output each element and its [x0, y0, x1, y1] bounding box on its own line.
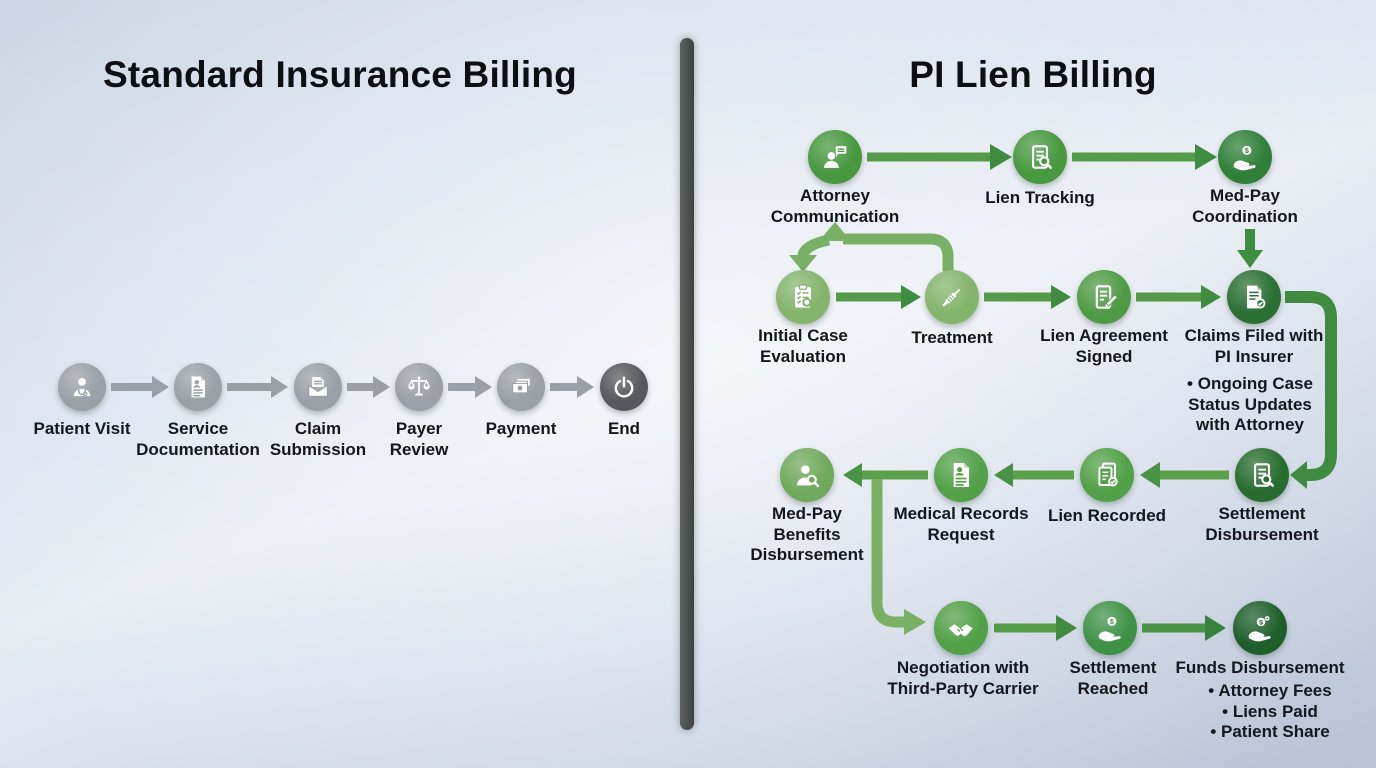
arrow-payer-review-to-payment — [448, 376, 492, 398]
node-patient-visit — [58, 363, 106, 411]
scales-icon — [408, 376, 430, 396]
doctor-icon — [73, 378, 91, 397]
arrow-service-documentation-to-claim-submission — [227, 376, 288, 398]
hand-coins-icon: $ — [1248, 616, 1271, 642]
svg-text:$: $ — [1259, 619, 1263, 626]
node-medical-records-request — [934, 448, 988, 502]
label-payment: Payment — [485, 419, 557, 438]
node-payment — [497, 363, 545, 411]
node-claims-filed — [1227, 270, 1281, 324]
arrow-negotiation-to-settlement-reached — [994, 615, 1077, 641]
document-search-icon — [1032, 145, 1052, 169]
label-initial-case-evaluation: Initial Case Evaluation — [758, 326, 848, 366]
document-person-icon — [191, 376, 205, 398]
svg-text:$: $ — [1245, 146, 1249, 155]
node-lien-recorded — [1080, 448, 1134, 502]
envelope-document-icon — [308, 377, 328, 397]
label-patient-visit: Patient Visit — [33, 419, 131, 438]
label-funds-disbursement: Funds Disbursement — [1175, 658, 1345, 677]
node-claim-submission — [294, 363, 342, 411]
syringe-icon — [942, 288, 961, 307]
arrow-treatment-to-lien-agreement-signed — [984, 285, 1071, 309]
note-claims-filed: • Ongoing Case Status Updates with Attor… — [1187, 374, 1313, 435]
person-search-icon — [796, 465, 820, 488]
connector-treatment-to-attorney-communication — [819, 222, 954, 271]
label-medical-records-request: Medical Records Request — [893, 504, 1029, 544]
label-payer-review: Payer Review — [389, 419, 449, 459]
label-lien-recorded: Lien Recorded — [1047, 506, 1167, 525]
node-attorney-communication — [808, 130, 862, 184]
label-med-pay-coordination: Med-Pay Coordination — [1192, 186, 1298, 226]
svg-text:$: $ — [1110, 617, 1114, 626]
label-lien-tracking: Lien Tracking — [985, 188, 1095, 207]
arrow-lien-tracking-to-med-pay-coordination — [1072, 144, 1217, 170]
handshake-icon — [948, 624, 973, 637]
arrow-payment-to-end — [550, 376, 594, 398]
connector-attorney-communication-to-initial-case-evaluation — [789, 234, 831, 272]
label-claim-submission: Claim Submission — [269, 419, 367, 459]
arrow-attorney-communication-to-lien-tracking — [867, 144, 1012, 170]
node-initial-case-evaluation — [776, 270, 830, 324]
label-med-pay-benefits: Med-Pay Benefits Disbursement — [750, 504, 864, 565]
label-claims-filed: Claims Filed with PI Insurer — [1184, 326, 1324, 366]
arrow-settlement-disbursement-to-lien-recorded — [1140, 462, 1229, 488]
document-search-icon — [1254, 463, 1274, 487]
label-settlement-disbursement: Settlement Disbursement — [1205, 504, 1319, 544]
arrow-settlement-reached-to-funds-disbursement — [1142, 615, 1226, 641]
node-settlement-reached: $ — [1083, 601, 1137, 655]
node-lien-tracking — [1013, 130, 1067, 184]
label-attorney-communication: Attorney Communication — [770, 186, 900, 226]
divider — [680, 38, 694, 730]
hand-coin-icon: $ — [1098, 616, 1121, 642]
node-funds-disbursement: $ — [1233, 601, 1287, 655]
arrow-med-pay-coordination-to-claims-filed — [1237, 229, 1263, 268]
node-payer-review — [395, 363, 443, 411]
label-treatment: Treatment — [911, 328, 993, 347]
arrow-claim-submission-to-payer-review — [347, 376, 390, 398]
note-funds-disbursement: • Attorney Fees • Liens Paid • Patient S… — [1208, 681, 1332, 742]
arrow-lien-recorded-to-medical-records-request — [994, 463, 1074, 487]
document-check-icon — [1247, 285, 1266, 309]
hand-coin-icon: $ — [1233, 145, 1256, 171]
node-med-pay-coordination: $ — [1218, 130, 1272, 184]
arrow-lien-agreement-signed-to-claims-filed — [1136, 285, 1221, 309]
node-service-documentation — [174, 363, 222, 411]
arrow-patient-visit-to-service-documentation — [111, 376, 169, 398]
power-icon — [614, 376, 634, 398]
label-negotiation: Negotiation with Third-Party Carrier — [887, 658, 1039, 698]
arrow-medical-records-request-to-med-pay-benefits — [843, 463, 928, 487]
node-settlement-disbursement — [1235, 448, 1289, 502]
connector-row3-to-negotiation — [871, 479, 926, 635]
label-settlement-reached: Settlement Reached — [1069, 658, 1157, 698]
label-end: End — [607, 419, 641, 438]
documents-check-icon — [1098, 462, 1118, 487]
document-person-icon — [953, 463, 969, 487]
node-end — [600, 363, 648, 411]
node-negotiation — [934, 601, 988, 655]
label-service-documentation: Service Documentation — [136, 419, 260, 459]
person-chat-icon — [823, 146, 847, 168]
left-flow-title: Standard Insurance Billing — [103, 54, 577, 95]
right-flow-title: PI Lien Billing — [909, 54, 1157, 95]
label-lien-agreement-signed: Lien Agreement Signed — [1040, 326, 1168, 366]
document-pencil-icon — [1095, 285, 1118, 309]
node-treatment — [925, 270, 979, 324]
banknotes-icon — [512, 378, 530, 394]
arrow-initial-case-evaluation-to-treatment — [836, 285, 921, 309]
node-med-pay-benefits — [780, 448, 834, 502]
clipboard-search-icon — [795, 284, 815, 310]
node-lien-agreement-signed — [1077, 270, 1131, 324]
